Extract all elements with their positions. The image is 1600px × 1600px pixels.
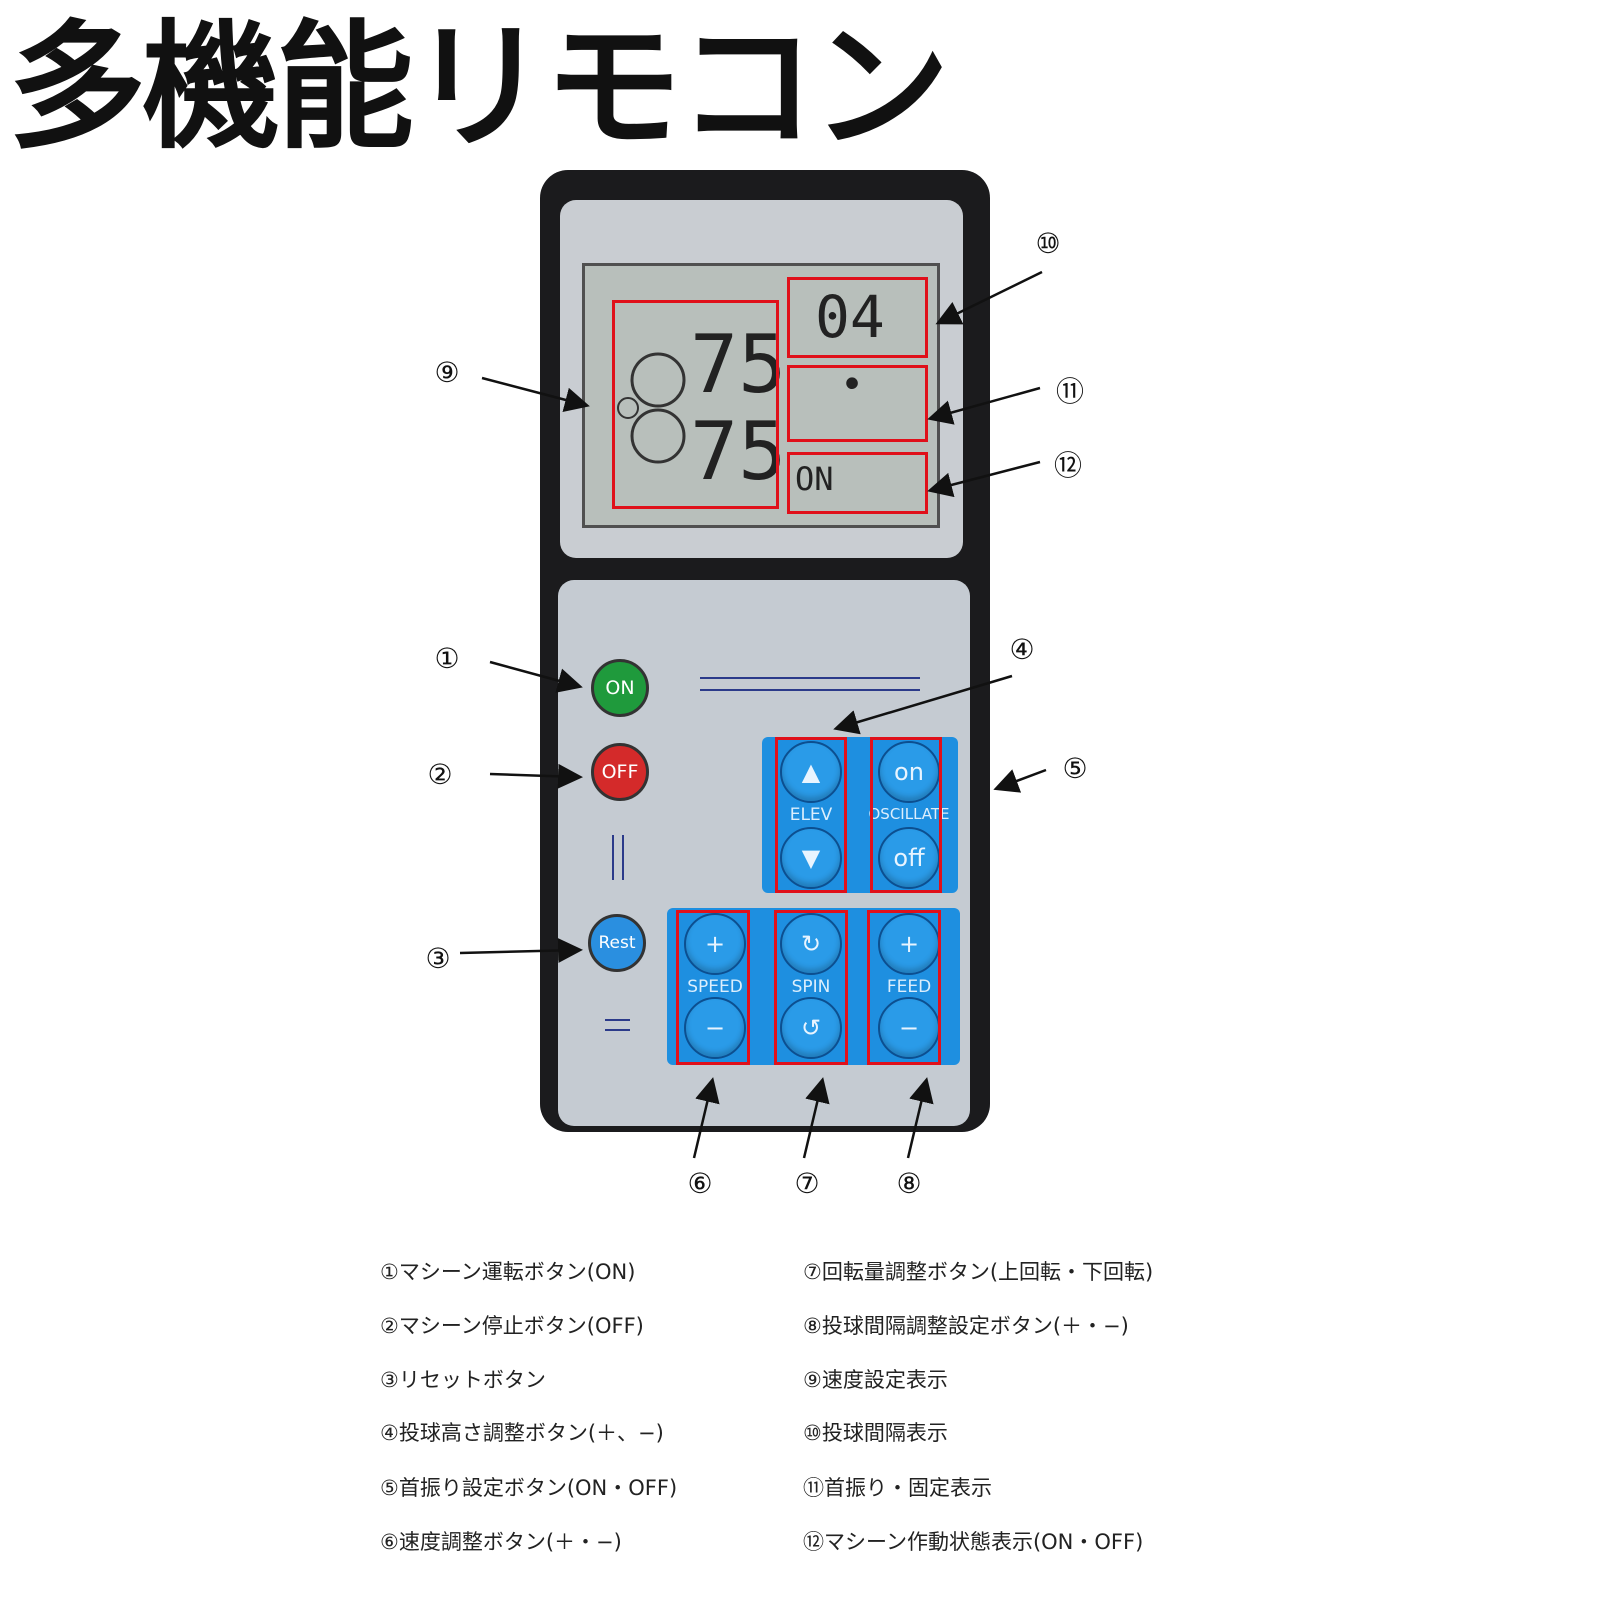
triangle-up-icon: ▲ <box>801 758 821 786</box>
callout-10: ⑩ <box>1035 227 1061 260</box>
panel-decor-lines <box>605 677 920 1031</box>
page-title: 多機能リモコン <box>8 7 950 168</box>
elev-label: ELEV <box>789 805 833 825</box>
on-button[interactable]: ON <box>591 659 649 717</box>
highlight-spin <box>774 910 848 1065</box>
legend-item: ⑤首振り設定ボタン(ON・OFF) <box>380 1476 678 1500</box>
legend-item: ⑧投球間隔調整設定ボタン(＋・−) <box>803 1314 1129 1338</box>
speed-minus-button[interactable]: − <box>684 997 746 1059</box>
legend-item: ⑪首振り・固定表示 <box>803 1476 992 1500</box>
elev-up-button[interactable]: ▲ <box>780 741 842 803</box>
speed-plus-button[interactable]: + <box>684 913 746 975</box>
legend-item: ⑥速度調整ボタン(＋・−) <box>380 1530 622 1554</box>
triangle-down-icon: ▼ <box>801 844 821 872</box>
legend-item: ①マシーン運転ボタン(ON) <box>380 1260 636 1284</box>
oscillate-on-button[interactable]: on <box>878 741 940 803</box>
callout-8: ⑧ <box>896 1167 922 1200</box>
callout-4: ④ <box>1009 633 1035 666</box>
spin-down-button[interactable]: ↺ <box>780 997 842 1059</box>
highlight-oscillate <box>870 737 942 893</box>
legend-item: ④投球高さ調整ボタン(＋、−) <box>380 1421 664 1445</box>
callout-2: ② <box>427 758 453 791</box>
highlight-feed <box>867 910 941 1065</box>
feed-label: FEED <box>886 977 932 997</box>
callout-6: ⑥ <box>687 1167 713 1200</box>
legend-item: ⑫マシーン作動状態表示(ON・OFF) <box>803 1530 1144 1554</box>
callout-12: ⑫ <box>1053 449 1082 482</box>
legend-item: ②マシーン停止ボタン(OFF) <box>380 1314 644 1338</box>
lcd-status: ON <box>795 460 834 498</box>
callout-3: ③ <box>425 942 451 975</box>
legend-item: ⑨速度設定表示 <box>803 1368 948 1392</box>
highlight-elev <box>775 737 847 893</box>
highlight-speed <box>676 910 750 1065</box>
callout-1: ① <box>434 642 460 675</box>
lcd-interval: 04 <box>815 283 885 351</box>
highlight-oscillate-display <box>787 365 928 442</box>
lcd-speed-bottom: 75 <box>690 405 787 498</box>
callout-7: ⑦ <box>794 1167 820 1200</box>
lcd-screen <box>582 263 940 528</box>
highlight-status-display <box>787 452 928 514</box>
lcd-oscillate-indicator: • <box>840 362 865 408</box>
spin-up-button[interactable]: ↻ <box>780 913 842 975</box>
legend-item: ⑩投球間隔表示 <box>803 1421 948 1445</box>
spin-label: SPIN <box>791 977 831 997</box>
legend-item: ⑦回転量調整ボタン(上回転・下回転) <box>803 1260 1154 1284</box>
oscillate-label: OSCILLATE <box>868 805 950 823</box>
highlight-speed-display <box>612 300 779 509</box>
callout-11: ⑪ <box>1055 375 1084 408</box>
speed-label: SPEED <box>687 977 743 997</box>
callout-5: ⑤ <box>1062 752 1088 785</box>
elev-down-button[interactable]: ▼ <box>780 827 842 889</box>
callout-9: ⑨ <box>434 356 460 389</box>
lcd-speed-top: 75 <box>690 318 787 411</box>
ball-spin-icon <box>617 352 686 464</box>
highlight-interval-display <box>787 277 928 358</box>
off-button[interactable]: OFF <box>591 743 649 801</box>
legend-item: ③リセットボタン <box>380 1368 546 1392</box>
reset-button[interactable]: Rest <box>588 914 646 972</box>
